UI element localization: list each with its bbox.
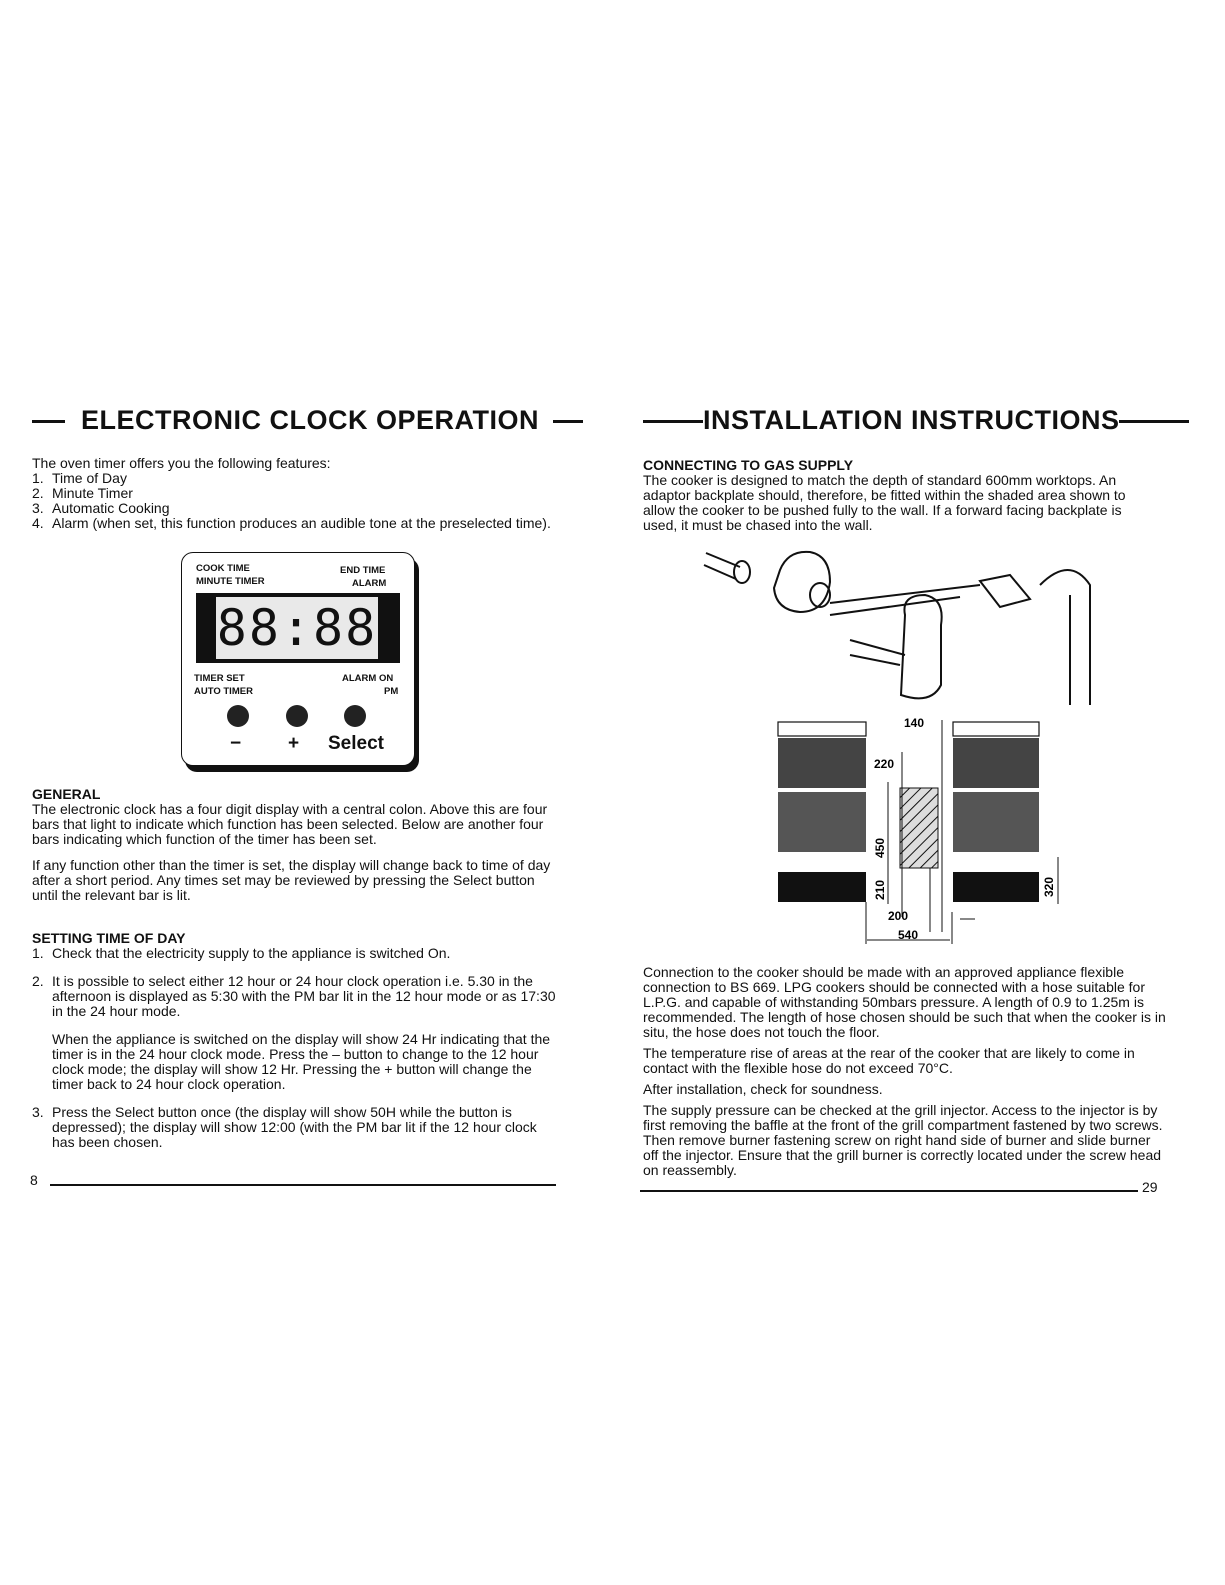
step-item: 2. It is possible to select either 12 hou… — [32, 974, 557, 1019]
dim-450: 450 — [873, 838, 887, 858]
minus-button-knob — [227, 705, 249, 727]
gas-supply-heading: CONNECTING TO GAS SUPPLY — [643, 457, 854, 473]
select-label: Select — [328, 733, 384, 754]
features-list: 1. Time of Day 2. Minute Timer 3. Automatic C… — [32, 471, 562, 531]
lcd-display: 88:88 — [196, 593, 400, 663]
right-page-title: INSTALLATION INSTRUCTIONS — [703, 405, 1120, 435]
feature-number: 4. — [32, 515, 44, 531]
cook-time-label: COOK TIME — [196, 563, 250, 574]
dim-220: 220 — [874, 757, 894, 771]
plus-label: + — [288, 733, 300, 754]
step-item: When the appliance is switched on the di… — [32, 1032, 557, 1092]
feature-text: Minute Timer — [52, 485, 133, 501]
general-heading: GENERAL — [32, 786, 101, 802]
dim-320: 320 — [1042, 877, 1056, 897]
auto-timer-label: AUTO TIMER — [194, 686, 253, 697]
installation-notes: Connection to the cooker should be made … — [643, 965, 1168, 1178]
step-item: 3. Press the Select button once (the disp… — [32, 1105, 557, 1150]
feature-item: 4. Alarm (when set, this function produce… — [32, 516, 562, 531]
feature-number: 2. — [32, 485, 44, 501]
gas-supply-paragraph: The cooker is designed to match the dept… — [643, 472, 1126, 533]
pressure-paragraph: The supply pressure can be checked at th… — [643, 1102, 1163, 1178]
step-number: 2. — [32, 973, 44, 989]
clock-panel-diagram: COOK TIME MINUTE TIMER END TIME ALARM 88… — [181, 552, 415, 766]
setting-steps-list: 1. Check that the electricity supply to t… — [32, 946, 557, 1150]
feature-text: Time of Day — [52, 470, 127, 486]
feature-number: 1. — [32, 470, 44, 486]
gas-fittings-illustration — [703, 550, 1091, 705]
left-page-number: 8 — [30, 1172, 38, 1188]
general-section: GENERAL The electronic clock has a four … — [32, 786, 552, 903]
dim-210: 210 — [873, 880, 887, 900]
setting-time-section: SETTING TIME OF DAY 1. Check that the ele… — [32, 930, 557, 1150]
connection-paragraph: Connection to the cooker should be made … — [643, 964, 1166, 1040]
alarm-on-label: ALARM ON — [342, 673, 394, 684]
installation-dimension-diagram: 140 220 450 210 320 200 540 — [777, 716, 1059, 944]
step-text: When the appliance is switched on the di… — [52, 1031, 551, 1092]
title-rule-right — [553, 420, 583, 424]
dim-200: 200 — [888, 909, 908, 923]
step-item: 1. Check that the electricity supply to t… — [32, 946, 557, 961]
timer-set-label: TIMER SET — [194, 673, 245, 684]
minus-label: − — [230, 733, 242, 754]
left-footer-rule — [50, 1184, 556, 1186]
feature-text: Alarm (when set, this function produces … — [52, 515, 551, 531]
right-footer-rule — [640, 1190, 1138, 1192]
setting-time-heading: SETTING TIME OF DAY — [32, 930, 186, 946]
left-page-title: ELECTRONIC CLOCK OPERATION — [81, 405, 539, 435]
step-number: 3. — [32, 1104, 44, 1120]
select-button-knob — [344, 705, 366, 727]
minute-timer-label: MINUTE TIMER — [196, 576, 265, 587]
feature-text: Automatic Cooking — [52, 500, 170, 516]
step-text: Check that the electricity supply to the… — [52, 945, 451, 961]
soundness-paragraph: After installation, check for soundness. — [643, 1081, 883, 1097]
temperature-paragraph: The temperature rise of areas at the rea… — [643, 1045, 1135, 1076]
pm-label: PM — [384, 686, 399, 697]
feature-item: 2. Minute Timer — [32, 486, 562, 501]
right-page-title-row: INSTALLATION INSTRUCTIONS — [643, 405, 1190, 445]
dim-140: 140 — [904, 716, 924, 730]
feature-number: 3. — [32, 500, 44, 516]
feature-item: 3. Automatic Cooking — [32, 501, 562, 516]
title-rule-right — [1119, 420, 1190, 424]
left-page-title-row: ELECTRONIC CLOCK OPERATION — [32, 405, 583, 445]
end-time-label: END TIME — [340, 565, 386, 576]
plus-button-knob — [286, 705, 308, 727]
general-paragraph-1: The electronic clock has a four digit di… — [32, 801, 548, 847]
step-text: It is possible to select either 12 hour … — [52, 973, 556, 1019]
right-page: INSTALLATION INSTRUCTIONS CONNECTING TO … — [643, 405, 1190, 533]
step-text: Press the Select button once (the displa… — [52, 1104, 537, 1150]
lcd-digits: 88:88 — [216, 597, 378, 659]
step-number: 1. — [32, 945, 44, 961]
general-paragraph-2: If any function other than the timer is … — [32, 857, 551, 903]
feature-item: 1. Time of Day — [32, 471, 562, 486]
intro-text: The oven timer offers you the following … — [32, 455, 331, 471]
dim-540: 540 — [898, 928, 918, 942]
title-rule-left — [643, 420, 703, 424]
title-rule-left — [32, 420, 65, 424]
left-page: ELECTRONIC CLOCK OPERATION The oven time… — [32, 405, 583, 531]
alarm-label: ALARM — [352, 578, 387, 589]
right-page-number: 29 — [1142, 1179, 1158, 1195]
